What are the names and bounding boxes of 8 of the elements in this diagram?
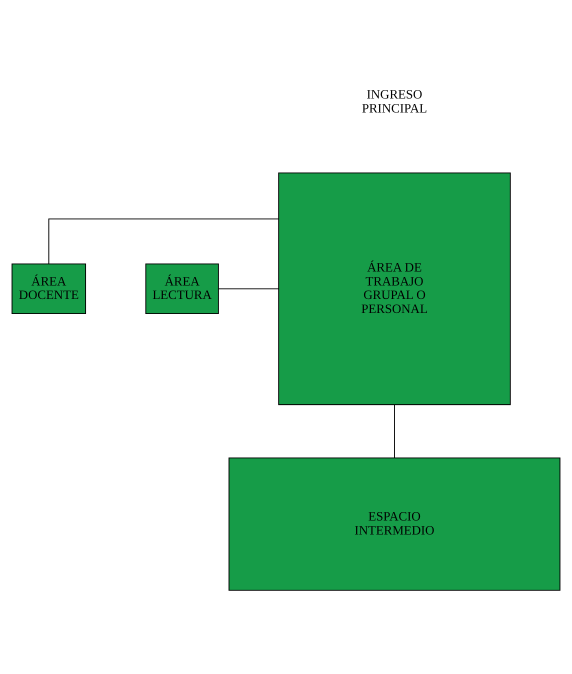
connector — [48, 218, 279, 264]
node-box: ÁREA DOCENTE — [12, 263, 86, 314]
node-box: ESPACIO INTERMEDIO — [228, 456, 560, 590]
label: INGRESO PRINCIPAL — [362, 87, 428, 115]
connector — [218, 288, 279, 289]
node-box: ÁREA LECTURA — [145, 263, 219, 314]
connector — [394, 404, 395, 458]
node-box: ÁREA DE TRABAJO GRUPAL O PERSONAL — [278, 172, 511, 405]
